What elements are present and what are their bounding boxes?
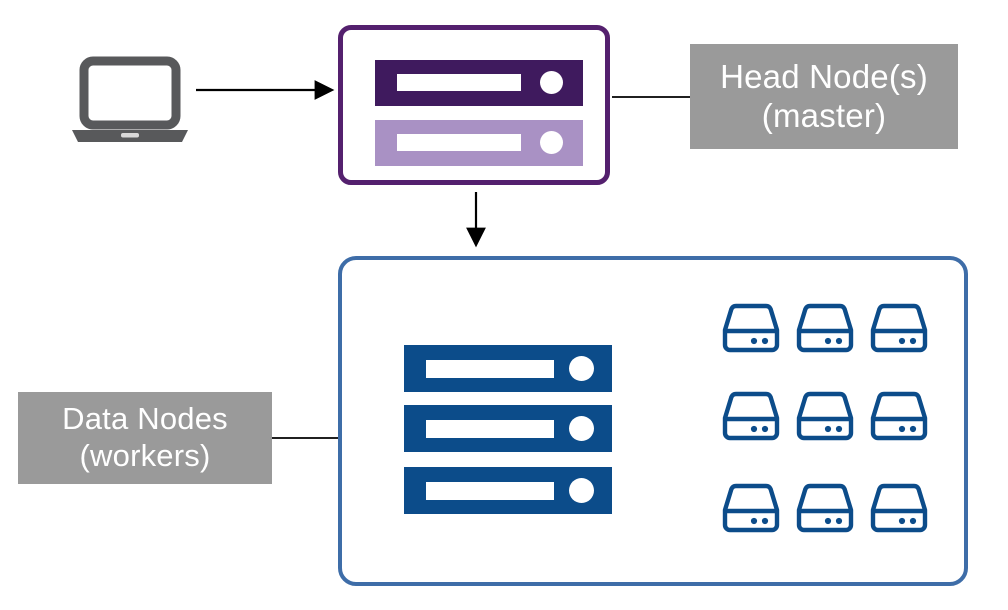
server-led bbox=[569, 416, 594, 441]
server-led bbox=[540, 71, 563, 94]
data-label: Data Nodes (workers) bbox=[18, 392, 272, 484]
server-slot bbox=[426, 482, 554, 500]
server-led bbox=[540, 131, 563, 154]
head-label-line2: (master) bbox=[761, 96, 887, 134]
disk-1-1 bbox=[722, 300, 780, 356]
data-server-2 bbox=[404, 405, 612, 452]
data-label-line2: (workers) bbox=[79, 438, 211, 473]
head-server-secondary bbox=[375, 120, 583, 166]
disk-3-3 bbox=[870, 480, 928, 536]
disk-2-3 bbox=[870, 388, 928, 444]
disk-2-2 bbox=[796, 388, 854, 444]
disk-3-2 bbox=[796, 480, 854, 536]
data-label-line1: Data Nodes bbox=[62, 401, 228, 437]
server-slot bbox=[397, 134, 521, 151]
head-node-group bbox=[338, 25, 610, 185]
server-slot bbox=[397, 74, 521, 91]
data-server-1 bbox=[404, 345, 612, 392]
disk-1-3 bbox=[870, 300, 928, 356]
head-label-line1: Head Node(s) bbox=[720, 57, 928, 95]
server-led bbox=[569, 356, 594, 381]
data-node-group bbox=[338, 256, 968, 586]
server-slot bbox=[426, 360, 554, 378]
disk-2-1 bbox=[722, 388, 780, 444]
disk-3-1 bbox=[722, 480, 780, 536]
head-server-primary bbox=[375, 60, 583, 106]
head-label: Head Node(s) (master) bbox=[690, 44, 958, 149]
laptop-icon bbox=[70, 55, 190, 145]
data-server-3 bbox=[404, 467, 612, 514]
server-slot bbox=[426, 420, 554, 438]
server-led bbox=[569, 478, 594, 503]
disk-1-2 bbox=[796, 300, 854, 356]
